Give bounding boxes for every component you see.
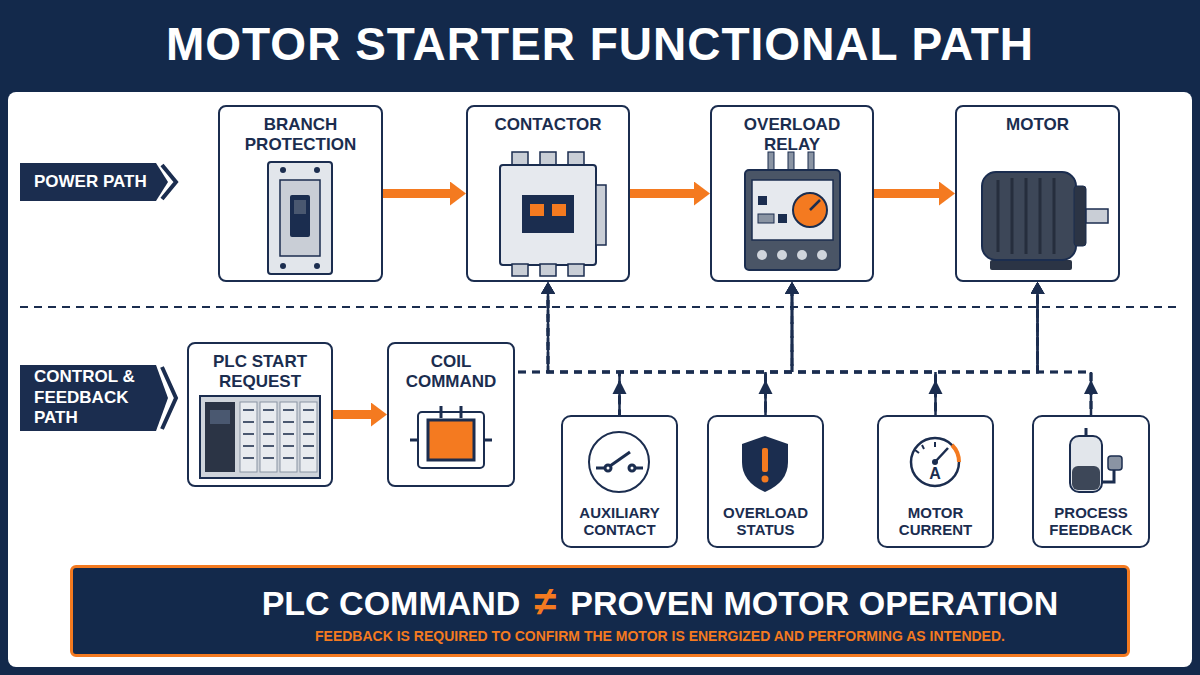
path-tag: POWER PATH — [20, 163, 180, 201]
box-label: BRANCH PROTECTION — [228, 115, 373, 154]
separator-line — [20, 306, 1180, 308]
control-box: COIL COMMAND — [387, 342, 515, 487]
warning-banner: PLC COMMAND ≠ PROVEN MOTOR OPERATION FEEDBA… — [70, 565, 1130, 657]
control-connector — [792, 294, 1091, 415]
feedback-arrowhead — [1084, 380, 1098, 394]
riser-line — [1036, 294, 1039, 372]
banner-text: PROVEN MOTOR OPERATION — [570, 584, 1058, 623]
gauge-letter: A — [925, 465, 945, 483]
power-arrow — [383, 189, 450, 198]
component-box: OVERLOAD RELAY — [710, 105, 874, 282]
overload-shield-icon — [742, 436, 788, 492]
overload-relay-icon — [745, 152, 840, 270]
box-label: PROCESS FEEDBACK — [1040, 504, 1142, 539]
ammeter-icon — [911, 438, 959, 486]
control-box: PLC START REQUEST — [187, 342, 333, 487]
feedback-arrowhead — [759, 380, 773, 394]
control-connector — [548, 294, 766, 415]
path-label: POWER PATH — [34, 172, 147, 192]
box-label: CONTACTOR — [494, 115, 601, 135]
control-connector — [515, 294, 1038, 372]
riser-line — [791, 294, 794, 372]
control-connector — [1038, 294, 1092, 415]
feedback-box: AUXILIARY CONTACT — [561, 415, 678, 548]
component-box: BRANCH PROTECTION — [218, 105, 383, 282]
box-label: AUXILIARY CONTACT — [569, 504, 670, 539]
component-box: MOTOR — [955, 105, 1120, 282]
control-connector — [620, 294, 793, 415]
feedback-arrowhead — [929, 380, 943, 394]
box-label: OVERLOAD STATUS — [715, 504, 816, 539]
banner-headline: PLC COMMAND ≠ PROVEN MOTOR OPERATION — [262, 578, 1059, 624]
control-connector — [936, 294, 1038, 415]
control-connector — [548, 294, 620, 415]
control-connector — [766, 294, 1038, 415]
power-arrow — [333, 410, 371, 419]
control-connector — [548, 294, 936, 415]
control-connector — [792, 294, 936, 415]
title: MOTOR STARTER FUNCTIONAL PATH — [166, 17, 1034, 71]
riser-line — [547, 294, 550, 372]
box-label: COIL COMMAND — [397, 352, 505, 391]
feedback-box: PROCESS FEEDBACK — [1032, 415, 1150, 548]
power-arrow — [874, 189, 939, 198]
box-label: MOTOR CURRENT — [885, 504, 986, 539]
control-connector — [620, 294, 1038, 415]
process-tank-icon — [1070, 428, 1122, 492]
plc-icon — [200, 396, 320, 478]
control-connector — [515, 294, 792, 372]
not-equal-sign: ≠ — [534, 578, 556, 624]
banner-text: PLC COMMAND — [262, 584, 521, 623]
feedback-arrowhead — [613, 380, 627, 394]
control-connector — [548, 294, 1091, 415]
panel — [8, 92, 1192, 667]
feedback-box: OVERLOAD STATUS — [707, 415, 824, 548]
control-connector — [515, 294, 548, 372]
coil-icon — [410, 406, 492, 468]
path-label: CONTROL & FEEDBACK PATH — [34, 367, 152, 428]
power-arrow — [630, 189, 694, 198]
box-label: PLC START REQUEST — [197, 352, 323, 391]
component-box: CONTACTOR — [466, 105, 630, 282]
contactor-icon — [500, 152, 606, 276]
path-tag: CONTROL & FEEDBACK PATH — [20, 365, 180, 431]
breaker-icon — [268, 162, 332, 274]
control-connector — [766, 294, 793, 415]
box-label: OVERLOAD RELAY — [720, 115, 864, 154]
motor-icon — [982, 172, 1108, 270]
aux-contact-icon — [589, 432, 649, 492]
box-label: MOTOR — [1006, 115, 1069, 135]
banner-caption: FEEDBACK IS REQUIRED TO CONFIRM THE MOTO… — [315, 628, 1005, 644]
